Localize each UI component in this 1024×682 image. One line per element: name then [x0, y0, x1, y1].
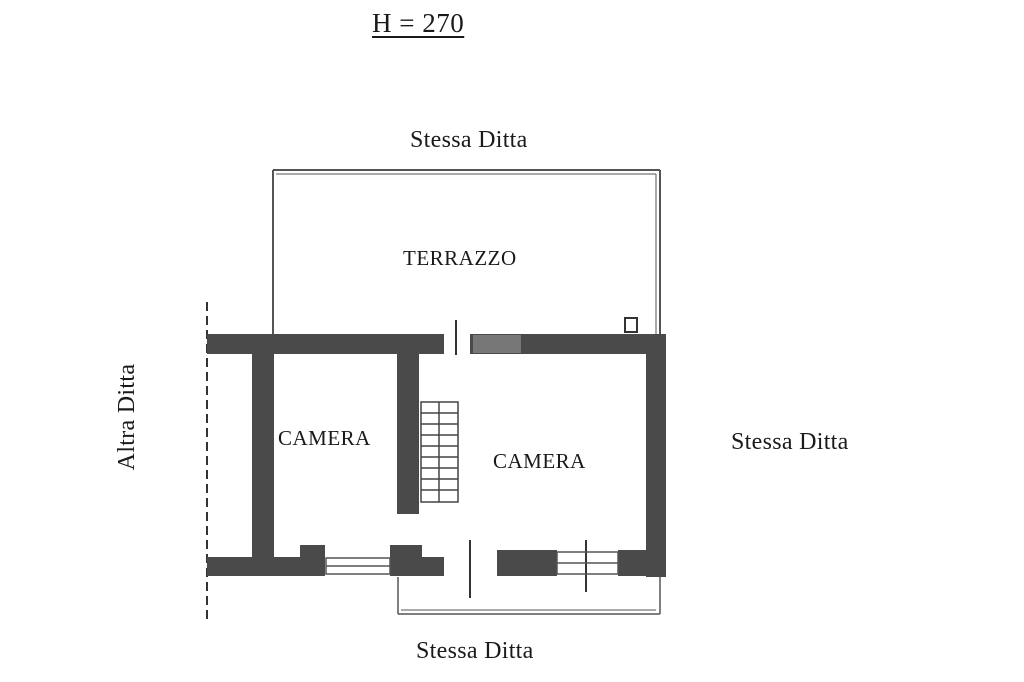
terrace-drain-marker [624, 317, 638, 333]
wall-bottom-1 [207, 557, 325, 576]
room-label-terrace: TERRAZZO [403, 246, 517, 270]
balcony-outline [397, 577, 661, 615]
neighbor-label-right: Stessa Ditta [731, 429, 849, 455]
wall-bottom-4 [420, 557, 444, 576]
wall-right [646, 354, 666, 577]
wall-bottom-2 [300, 545, 325, 559]
wall-bottom-6 [618, 550, 666, 576]
door-threshold-top [473, 335, 521, 353]
wall-bottom-5 [497, 550, 557, 576]
wall-top-left [207, 334, 444, 354]
room-label-bedroom-right: CAMERA [493, 449, 586, 473]
wall-bottom-3 [390, 545, 422, 576]
wall-left [252, 354, 274, 557]
wall-interior [397, 354, 419, 514]
staircase [420, 401, 459, 503]
neighbor-label-left: Altra Ditta [114, 363, 140, 471]
windows [325, 551, 619, 575]
neighbor-label-top: Stessa Ditta [410, 127, 528, 153]
terrace-outline [272, 169, 661, 334]
height-label: H = 270 [372, 8, 465, 38]
door-marks [455, 320, 587, 598]
room-label-bedroom-left: CAMERA [278, 426, 371, 450]
walls [207, 334, 666, 577]
neighbor-label-bottom: Stessa Ditta [416, 638, 534, 664]
